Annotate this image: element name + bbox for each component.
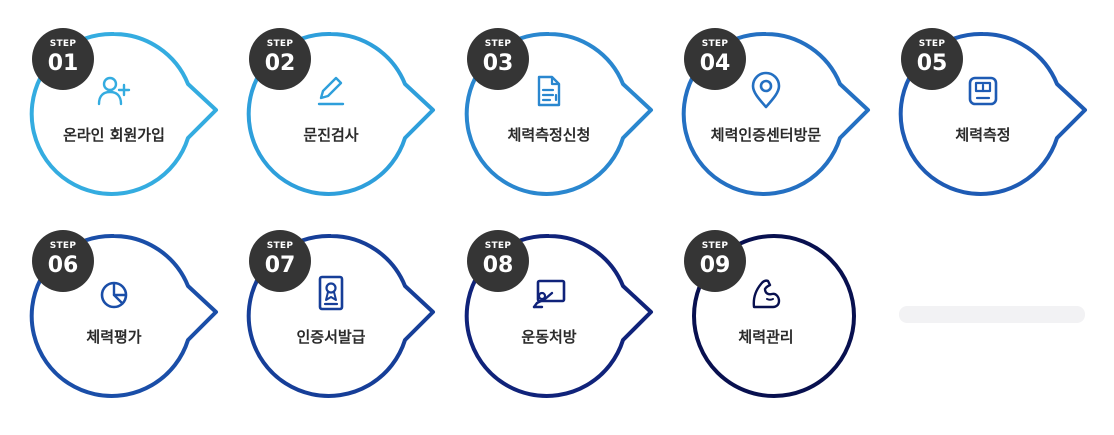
user-plus-icon	[94, 71, 134, 111]
step-label: 온라인 회원가입	[63, 126, 165, 144]
step-label: 문진검사	[303, 126, 359, 144]
badge-step-text: STEP	[266, 39, 294, 49]
step-badge: STEP 02	[249, 28, 311, 90]
document-icon	[529, 71, 569, 111]
certificate-icon	[311, 273, 351, 313]
badge-step-text: STEP	[484, 39, 512, 49]
step-label: 운동처방	[521, 328, 577, 346]
badge-step-text: STEP	[49, 241, 77, 251]
step-label: 체력관리	[738, 328, 794, 346]
pencil-icon	[311, 71, 351, 111]
step-badge: STEP 01	[32, 28, 94, 90]
badge-number: 09	[699, 253, 731, 278]
step-badge: STEP 08	[467, 230, 529, 292]
step-badge: STEP 04	[684, 28, 746, 90]
badge-step-text: STEP	[484, 241, 512, 251]
step-05: STEP 05 체력측정	[898, 28, 1099, 208]
step-label: 체력측정신청	[507, 126, 591, 144]
badge-step-text: STEP	[918, 39, 946, 49]
step-label: 체력평가	[86, 328, 142, 346]
step-01: STEP 01 온라인 회원가입	[29, 28, 230, 208]
badge-number: 01	[47, 51, 79, 76]
badge-step-text: STEP	[49, 39, 77, 49]
badge-number: 03	[482, 51, 514, 76]
step-08: STEP 08 운동처방	[464, 230, 665, 410]
badge-step-text: STEP	[701, 39, 729, 49]
step-label: 체력측정	[955, 126, 1011, 144]
badge-number: 02	[264, 51, 296, 76]
badge-number: 05	[916, 51, 948, 76]
step-02: STEP 02 문진검사	[246, 28, 447, 208]
badge-number: 08	[482, 253, 514, 278]
step-04: STEP 04 체력인증센터방문	[681, 28, 882, 208]
step-badge: STEP 05	[901, 28, 963, 90]
badge-number: 06	[47, 253, 79, 278]
scale-icon	[963, 71, 1003, 111]
badge-number: 07	[264, 253, 296, 278]
step-badge: STEP 07	[249, 230, 311, 292]
prescription-board-icon	[529, 273, 569, 313]
badge-step-text: STEP	[701, 241, 729, 251]
step-badge: STEP 09	[684, 230, 746, 292]
step-badge: STEP 03	[467, 28, 529, 90]
flexed-arm-icon	[746, 273, 786, 313]
badge-step-text: STEP	[266, 241, 294, 251]
step-badge: STEP 06	[32, 230, 94, 292]
empty-placeholder-bar	[899, 306, 1085, 323]
step-06: STEP 06 체력평가	[29, 230, 230, 410]
step-03: STEP 03 체력측정신청	[464, 28, 665, 208]
pie-chart-icon	[94, 273, 134, 313]
step-label: 체력인증센터방문	[710, 126, 822, 144]
location-pin-icon	[746, 71, 786, 111]
step-09: STEP 09 체력관리	[682, 230, 882, 410]
step-label: 인증서발급	[296, 328, 366, 346]
badge-number: 04	[699, 51, 731, 76]
step-07: STEP 07 인증서발급	[246, 230, 447, 410]
